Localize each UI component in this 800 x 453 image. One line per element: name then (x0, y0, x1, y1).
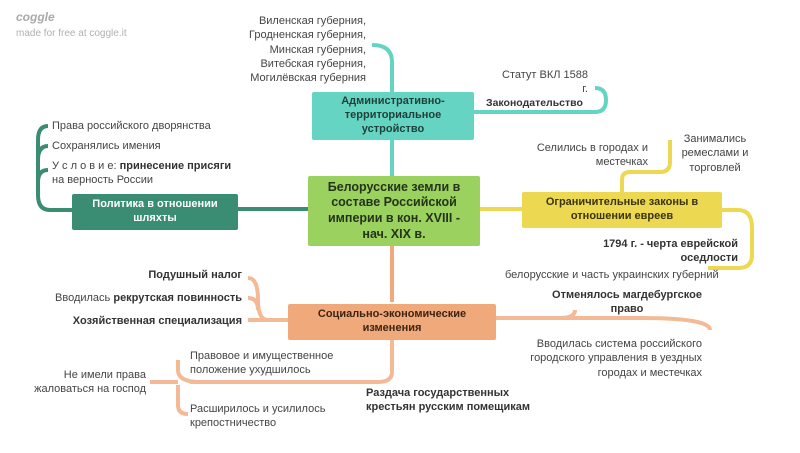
admin-legislation: Законодательство (486, 97, 583, 109)
occupied-line: ремеслами и (681, 147, 749, 160)
connector-policy-items (36, 124, 72, 212)
laws-provinces: белорусские и часть украинских губерний (505, 269, 719, 281)
connector-admin-provinces (371, 43, 394, 92)
settled-line: Селились в городах и (536, 142, 648, 154)
pale-line: оседлости (680, 252, 738, 265)
pale-line: 1794 г. - черта еврейской (560, 237, 738, 251)
recruit-prefix: Вводилась (55, 292, 111, 304)
coggle-logo: coggle (16, 10, 55, 24)
laws-label: Ограничительные законы в отношении еврее… (545, 196, 699, 222)
connector-social-distribution (190, 340, 394, 384)
social-magdeburg: Отменялось магдебургское право (532, 288, 722, 317)
policy-condition: У с л о в и е: принесение присяги на вер… (52, 159, 231, 188)
condition-prefix: У с л о в и е: (52, 160, 117, 172)
social-node[interactable]: Социально-экономические изменения (288, 304, 496, 340)
settled-line: местечках (595, 156, 648, 169)
province-item: Могилёвская губерния (250, 72, 366, 85)
connector-laws-settled (620, 170, 631, 192)
province-item: Гродненская губерния, (249, 29, 366, 42)
serfdom-line: крепостничество (190, 417, 277, 430)
social-poll-tax: Подушный налог (148, 269, 242, 281)
magdeburg-line: Отменялось магдебургское (552, 289, 702, 301)
laws-node[interactable]: Ограничительные законы в отношении еврее… (522, 192, 722, 228)
admin-label: Административно-территориальное устройст… (341, 95, 445, 135)
policy-rights: Права российского дворянства (52, 120, 211, 132)
city-admin-line: городского управления в уездных (530, 352, 702, 365)
central-label: Белорусские земли в составе Российской и… (327, 179, 461, 241)
no-rights-line: Не имели права (63, 369, 146, 381)
laws-pale: 1794 г. - черта еврейской оседлости (560, 237, 738, 266)
recruit-bold: рекрутская повинность (113, 292, 242, 304)
pale-rest-1: - черта еврейской (640, 238, 738, 250)
coggle-subtitle: made for free at coggle.it (16, 28, 127, 39)
admin-statute: Статут ВКЛ 1588 г. (482, 68, 588, 97)
worsened-line: Правовое и имущественное (190, 350, 334, 362)
connector-policy-item2 (36, 144, 49, 161)
connector-social-recruit (247, 296, 260, 311)
city-admin-line: городах и местечках (597, 366, 702, 379)
province-item: Витебская губерния, (260, 57, 366, 70)
connector-distribution-worsened (176, 360, 201, 384)
pale-bold: 1794 г. (603, 238, 638, 250)
connector-social-magdeburg (496, 316, 712, 331)
distribution-line: Раздача государственных (366, 387, 510, 399)
worsened-line: положение ухудшилось (190, 364, 311, 377)
policy-node[interactable]: Политика в отношении шляхты (72, 194, 238, 230)
no-rights-line: жаловаться на господ (34, 383, 146, 396)
magdeburg-line: право (610, 303, 644, 316)
connector-laws-occupied (630, 140, 672, 174)
social-recruit: Вводилась рекрутская повинность (30, 291, 242, 305)
laws-occupied: Занимались ремеслами и торговлей (660, 132, 770, 175)
statute-line: Статут ВКЛ 1588 (502, 69, 588, 81)
social-no-rights: Не имели права жаловаться на господ (20, 368, 146, 397)
occupied-line: Занимались (683, 133, 747, 145)
condition-bold: принесение присяги (119, 160, 232, 172)
serfdom-line: Расширилось и усилилось (190, 403, 326, 415)
policy-kept-names: Сохранялись имения (52, 140, 161, 152)
policy-label: Политика в отношении шляхты (92, 198, 218, 224)
admin-node[interactable]: Административно-территориальное устройст… (312, 92, 474, 140)
statute-line: г. (582, 83, 588, 96)
social-worsened: Правовое и имущественное положение ухудш… (190, 349, 333, 378)
social-city-admin: Вводилась система российского городского… (520, 337, 702, 380)
social-serfdom: Расширилось и усилилось крепостничество (190, 402, 325, 431)
distribution-line: крестьян русским помещикам (366, 401, 530, 414)
social-label: Социально-экономические изменения (317, 308, 467, 334)
connector-distribution-serfdom (176, 385, 189, 416)
occupied-line: торговлей (689, 161, 741, 174)
province-item: Виленская губерния, (258, 15, 366, 27)
admin-provinces: Виленская губерния, Гродненская губерния… (230, 14, 366, 85)
social-distribution: Раздача государственных крестьян русским… (366, 386, 530, 415)
social-specialization: Хозяйственная специализация (72, 315, 242, 327)
connector-laws-pale (708, 208, 754, 270)
province-item: Минская губерния, (269, 43, 366, 56)
city-admin-line: Вводилась система российского (536, 338, 702, 350)
laws-settled: Селились в городах и местечках (520, 141, 648, 170)
central-node[interactable]: Белорусские земли в составе Российской и… (308, 176, 480, 246)
condition-rest: на верность России (52, 174, 153, 187)
connector-social-magdeburg-up (559, 309, 577, 320)
connector-admin-statute (474, 86, 609, 114)
connector-policy-item3 (36, 168, 49, 183)
